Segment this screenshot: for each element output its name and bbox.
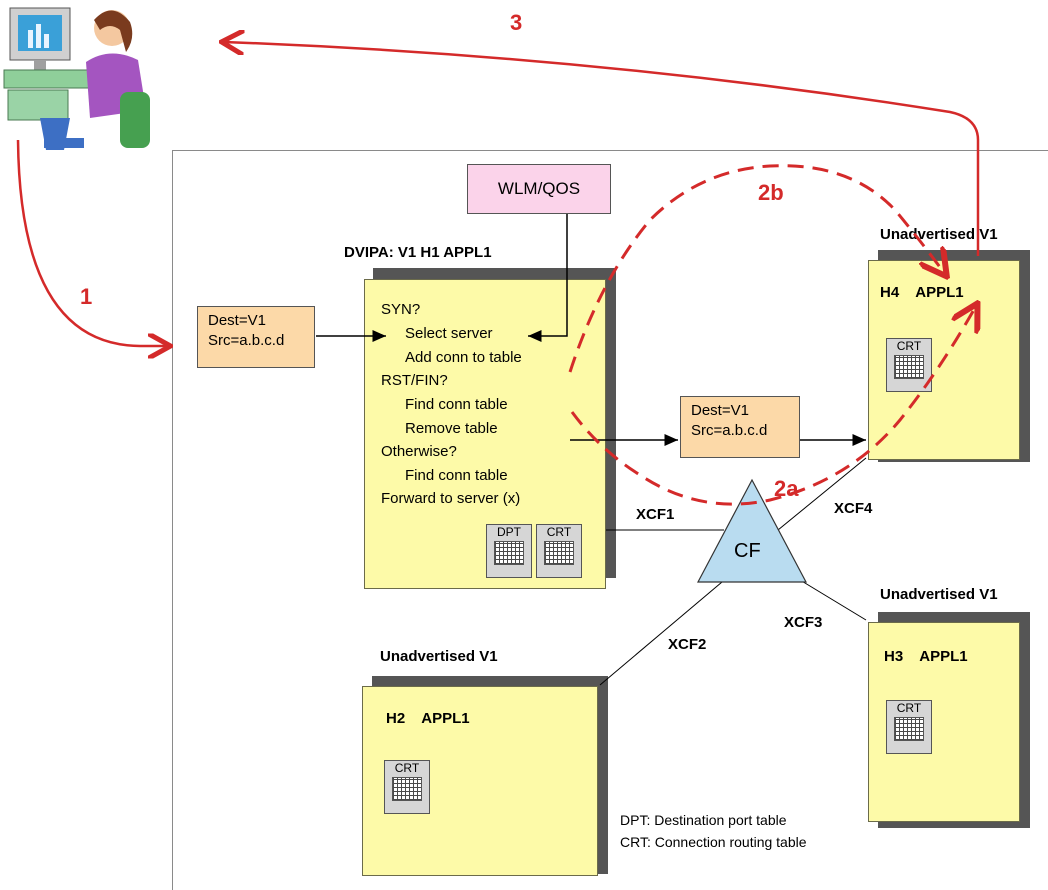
h4-crt-table: CRT xyxy=(886,338,932,392)
h1-line-findconn2: Find conn table xyxy=(405,467,508,484)
h1-line-select: Select server xyxy=(405,325,493,342)
h4-header: Unadvertised V1 xyxy=(880,226,998,243)
legend-dpt: DPT: Destination port table xyxy=(620,812,787,828)
packet-forwarded-src: Src=a.b.c.d xyxy=(691,422,768,439)
h2-title: H2 APPL1 xyxy=(386,710,470,727)
h1-header: DVIPA: V1 H1 APPL1 xyxy=(344,244,492,261)
xcf2-label: XCF2 xyxy=(668,636,707,653)
h1-line-remove: Remove table xyxy=(405,420,498,437)
wlm-qos-box: WLM/QOS xyxy=(467,164,611,214)
h4-title: H4 APPL1 xyxy=(880,284,964,301)
cf-label: CF xyxy=(734,540,761,562)
h1-line-forward: Forward to server (x) xyxy=(381,490,521,507)
packet-forwarded: Dest=V1 Src=a.b.c.d xyxy=(680,396,800,458)
step-2b-label: 2b xyxy=(758,180,784,205)
xcf3-label: XCF3 xyxy=(784,614,823,631)
h2-crt-label: CRT xyxy=(394,761,420,775)
h3-crt-table: CRT xyxy=(886,700,932,754)
h3-crt-label: CRT xyxy=(896,701,922,715)
h1-line-syn: SYN? xyxy=(381,301,421,318)
h4-crt-label: CRT xyxy=(896,339,922,353)
h1-crt-table: CRT xyxy=(536,524,582,578)
packet-incoming-dest: Dest=V1 xyxy=(208,312,266,329)
user-computer-icon xyxy=(3,7,150,150)
packet-incoming: Dest=V1 Src=a.b.c.d xyxy=(197,306,315,368)
h1-dpt-table: DPT xyxy=(486,524,532,578)
legend-crt: CRT: Connection routing table xyxy=(620,834,807,850)
cf-triangle xyxy=(697,478,807,583)
h1-line-findconn: Find conn table xyxy=(405,396,508,413)
h1-line-otherwise: Otherwise? xyxy=(381,443,457,460)
h3-title: H3 APPL1 xyxy=(884,648,968,665)
sysplex-frame xyxy=(172,150,1048,890)
h1-line-rstfin: RST/FIN? xyxy=(381,372,448,389)
h1-line-addconn: Add conn to table xyxy=(405,349,522,366)
dpt-label: DPT xyxy=(497,525,521,539)
xcf1-label: XCF1 xyxy=(636,506,675,523)
step-3-label: 3 xyxy=(510,10,523,35)
h2-header: Unadvertised V1 xyxy=(380,648,498,665)
step-1-label: 1 xyxy=(80,284,93,309)
packet-incoming-src: Src=a.b.c.d xyxy=(208,332,285,349)
h2-crt-table: CRT xyxy=(384,760,430,814)
packet-forwarded-dest: Dest=V1 xyxy=(691,402,749,419)
crt-label: CRT xyxy=(546,525,572,539)
xcf4-label: XCF4 xyxy=(834,500,873,517)
step-2a-label: 2a xyxy=(774,476,799,501)
h3-header: Unadvertised V1 xyxy=(880,586,998,603)
